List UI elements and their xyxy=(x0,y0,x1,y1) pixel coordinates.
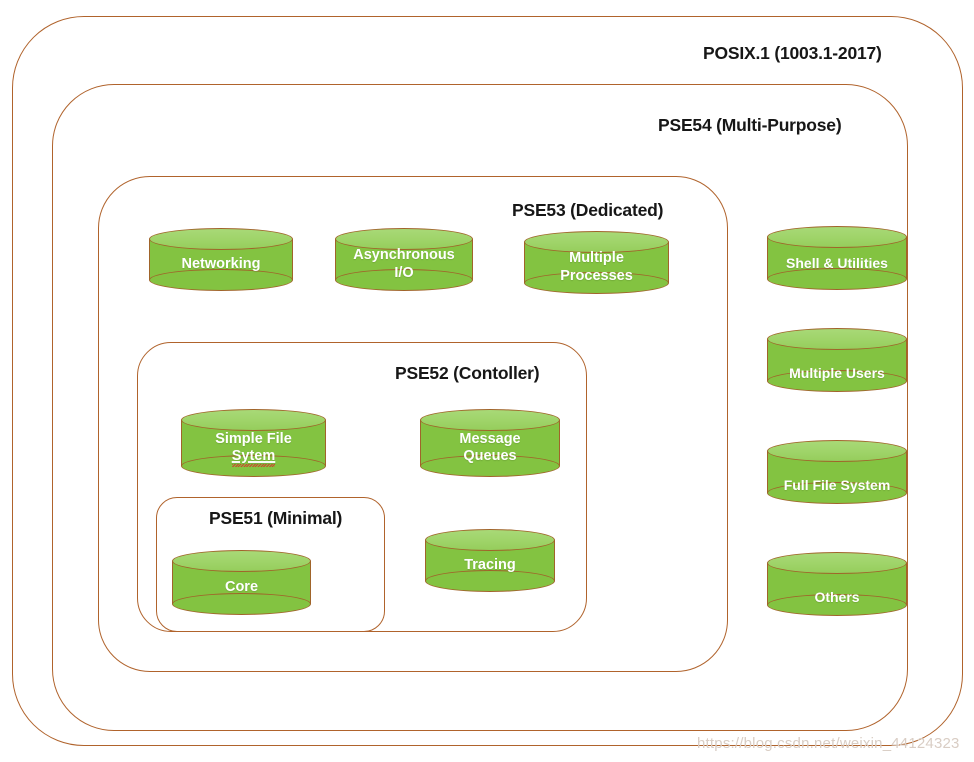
cylinder-bottom xyxy=(335,269,473,291)
box-label-pse51: PSE51 (Minimal) xyxy=(209,508,343,528)
cylinder-others[interactable]: Others xyxy=(767,552,907,616)
box-pse54 xyxy=(52,84,908,731)
cylinder-top xyxy=(767,328,907,350)
cylinder-top xyxy=(767,226,907,248)
cylinder-top xyxy=(767,552,907,574)
cylinder-bottom xyxy=(767,370,907,392)
box-label-pse53: PSE53 (Dedicated) xyxy=(512,200,664,220)
cylinder-top xyxy=(172,550,311,572)
cylinder-top xyxy=(767,440,907,462)
box-label-pse52: PSE52 (Contoller) xyxy=(395,363,540,383)
cylinder-networking[interactable]: Networking xyxy=(149,228,293,291)
cylinder-bottom xyxy=(524,272,669,294)
cylinder-top xyxy=(524,231,669,253)
cylinder-shell-and-utilities[interactable]: Shell & Utilities xyxy=(767,226,907,290)
watermark: https://blog.csdn.net/weixin_44124323 xyxy=(697,735,960,752)
cylinder-core[interactable]: Core xyxy=(172,550,311,615)
cylinder-bottom xyxy=(172,593,311,615)
cylinder-bottom xyxy=(420,455,560,477)
cylinder-bottom xyxy=(149,269,293,291)
cylinder-top xyxy=(149,228,293,250)
cylinder-bottom xyxy=(767,594,907,616)
cylinder-bottom xyxy=(181,455,326,477)
cylinder-multiple-users[interactable]: Multiple Users xyxy=(767,328,907,392)
cylinder-bottom xyxy=(767,268,907,290)
cylinder-full-file-system[interactable]: Full File System xyxy=(767,440,907,504)
cylinder-top xyxy=(420,409,560,431)
box-label-posix1: POSIX.1 (1003.1-2017) xyxy=(703,43,882,63)
box-posix1 xyxy=(12,16,963,746)
box-pse51 xyxy=(156,497,385,632)
cylinder-tracing[interactable]: Tracing xyxy=(425,529,555,592)
box-pse53 xyxy=(98,176,728,672)
cylinder-bottom xyxy=(767,482,907,504)
cylinder-top xyxy=(335,228,473,250)
box-label-pse54: PSE54 (Multi-Purpose) xyxy=(658,115,842,135)
cylinder-bottom xyxy=(425,570,555,592)
cylinder-top xyxy=(181,409,326,431)
cylinder-top xyxy=(425,529,555,551)
